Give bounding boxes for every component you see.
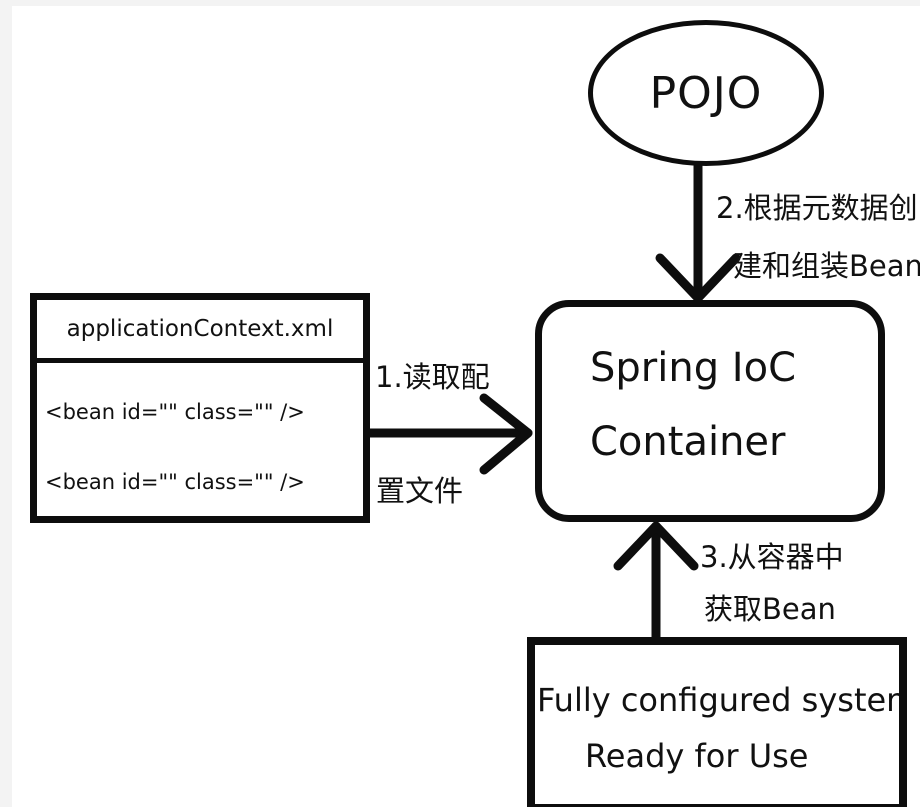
pojo-node: POJO	[588, 20, 824, 166]
image-frame-left	[0, 0, 12, 807]
config-file-header: applicationContext.xml	[37, 300, 363, 363]
container-label-line1: Spring IoC	[590, 345, 796, 391]
configured-system-node: Fully configured system Ready for Use	[527, 637, 907, 807]
get-bean-label-line2: 获取Bean	[704, 592, 836, 626]
container-label-line2: Container	[590, 419, 786, 465]
read-config-label-line1: 1.读取配	[375, 360, 490, 394]
image-frame-top	[0, 0, 920, 6]
config-file-node: applicationContext.xml <bean id="" class…	[30, 293, 370, 523]
read-config-label-line2: 置文件	[376, 474, 464, 508]
system-label-line1: Fully configured system	[537, 681, 907, 719]
arrow-pojo-to-container-head	[655, 253, 741, 303]
arrow-system-to-container-head	[613, 521, 699, 571]
config-file-title: applicationContext.xml	[66, 316, 334, 342]
create-assemble-label-line2: 建和组装Bean	[733, 249, 920, 283]
get-bean-label-line1: 3.从容器中	[700, 540, 844, 574]
spring-ioc-container-node: Spring IoC Container	[535, 300, 885, 522]
bean-definition-1: <bean id="" class="" />	[45, 400, 305, 424]
create-assemble-label-line1: 2.根据元数据创	[716, 191, 918, 225]
arrow-config-to-container-head	[479, 393, 533, 475]
pojo-label: POJO	[649, 67, 763, 119]
system-label-line2: Ready for Use	[585, 737, 809, 775]
bean-definition-2: <bean id="" class="" />	[45, 470, 305, 494]
